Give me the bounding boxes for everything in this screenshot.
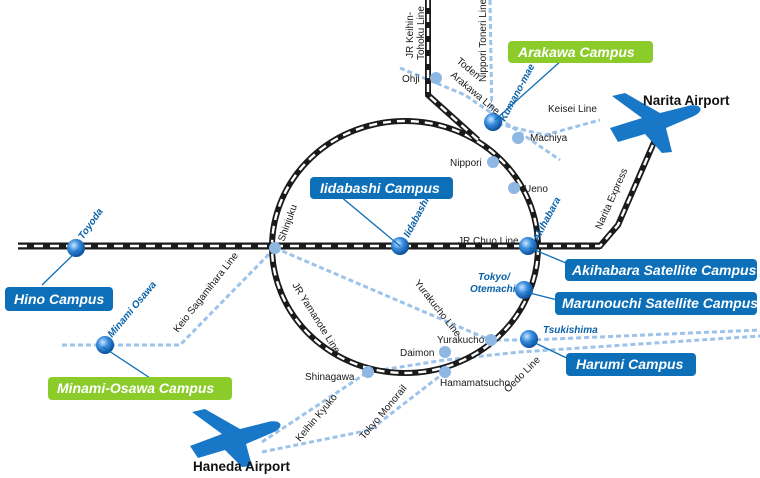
station-marker-icon [485, 334, 497, 346]
line-label-nippori-toneri: Nippori Toneri Liner [478, 0, 489, 82]
campus-arakawa[interactable]: Arakawa Campus [508, 41, 653, 63]
svg-text:Akihabara Satellite Campus: Akihabara Satellite Campus [571, 262, 757, 278]
station-label-iidabashi: Iidabashi [402, 196, 432, 240]
line-label-oedo: Oedo Line [502, 354, 543, 395]
svg-text:Hino Campus: Hino Campus [14, 291, 104, 307]
station-label-nippori: Nippori [450, 158, 482, 169]
narita-express-line [525, 138, 658, 249]
keihin-kyuko-line [261, 370, 369, 444]
line-label-tokyo-monorail: Tokyo Monorail [358, 383, 410, 442]
station-marker-icon [520, 330, 538, 348]
station-marker-icon [508, 182, 520, 194]
station-label-toyoda: Toyoda [76, 206, 105, 241]
airport-label-narita: Narita Airport [643, 93, 730, 108]
airplane-icon [190, 409, 281, 467]
station-label-tokyo: Tokyo/ [478, 272, 511, 283]
station-label-kumano-mae: Kumano-mae [498, 62, 538, 123]
line-label-keisei: Keisei Line [548, 104, 597, 115]
campus-hino[interactable]: Hino Campus [5, 287, 113, 311]
station-marker-icon [269, 242, 281, 254]
station-label-ueno: Ueno [524, 184, 548, 195]
light-lines [62, 0, 760, 454]
station-marker-icon [487, 156, 499, 168]
station-label-hamamatsucho: Hamamatsucho [440, 378, 510, 389]
station-marker-icon [362, 366, 374, 378]
station-markers [67, 72, 538, 378]
line-label-tohoku: Tohoku Line [416, 6, 427, 60]
line-label-keio-sagamihara: Keio Sagamihara Line [172, 250, 242, 335]
campus-akihabara-satellite[interactable]: Akihabara Satellite Campus [565, 259, 757, 281]
campus-harumi[interactable]: Harumi Campus [566, 353, 696, 376]
campus-minami-osawa[interactable]: Minami-Osawa Campus [48, 377, 232, 400]
oedo-line [367, 334, 760, 374]
campus-marunouchi-satellite[interactable]: Marunouchi Satellite Campus [555, 292, 758, 315]
campus-iidabashi[interactable]: Iidabashi Campus [310, 177, 453, 199]
toden-line-path [399, 66, 561, 162]
svg-text:Minami-Osawa Campus: Minami-Osawa Campus [57, 380, 214, 396]
station-marker-icon [515, 281, 533, 299]
station-label-ohji: Ohji [402, 74, 420, 85]
station-label-minami-osawa: Minami Osawa [106, 279, 159, 340]
svg-text:Marunouchi Satellite Campus: Marunouchi Satellite Campus [562, 295, 758, 311]
toneri-line-path [488, 0, 494, 121]
station-label-otemachi: Otemachi [470, 284, 516, 295]
line-label-jr-keihin: JR Keihin- [405, 12, 416, 58]
line-label-narita-express: Narita Express [594, 167, 631, 231]
station-marker-icon [67, 239, 85, 257]
airport-label-haneda: Haneda Airport [193, 459, 291, 474]
station-marker-icon [519, 237, 537, 255]
yurakucho-subway-line [274, 246, 760, 342]
keihin-tohoku-line [425, 0, 481, 143]
station-marker-icon [430, 72, 442, 84]
station-label-yurakucho: Yurakucho [437, 335, 485, 346]
station-marker-icon [512, 132, 524, 144]
line-label-jr-chuo: JR Chuo Line [458, 236, 519, 247]
station-marker-icon [439, 346, 451, 358]
svg-text:Harumi Campus: Harumi Campus [576, 356, 684, 372]
station-label-shinagawa: Shinagawa [305, 372, 355, 383]
svg-text:Arakawa Campus: Arakawa Campus [517, 44, 635, 60]
station-label-daimon: Daimon [400, 348, 434, 359]
svg-text:Iidabashi Campus: Iidabashi Campus [320, 180, 440, 196]
tokyo-monorail-line [261, 370, 446, 454]
station-label-tsukishima: Tsukishima [543, 325, 598, 336]
station-marker-icon [439, 366, 451, 378]
station-marker-icon [96, 336, 114, 354]
airplane-icon [610, 93, 701, 153]
minami-osawa-line [62, 246, 277, 347]
station-label-machiya: Machiya [530, 133, 568, 144]
